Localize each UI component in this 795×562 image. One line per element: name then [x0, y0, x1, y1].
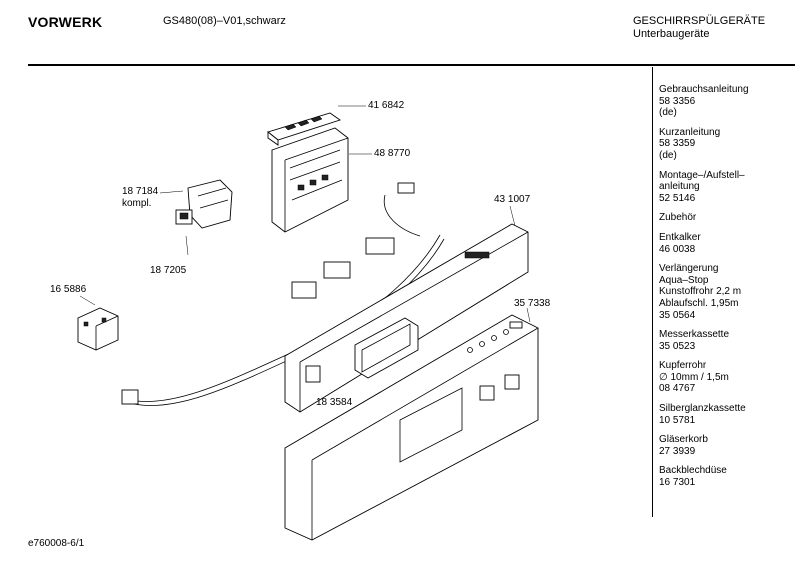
accessory-line: 10 5781	[659, 414, 696, 426]
accessory-line: Gebrauchsanleitung	[659, 84, 749, 95]
part-label-165886: 16 5886	[50, 284, 87, 295]
accessory-line: 58 3359	[659, 138, 696, 150]
category-title: GESCHIRRSPÜLGERÄTE	[633, 15, 766, 27]
part-label-187184: 18 7184	[122, 186, 159, 197]
leader-lines	[79, 105, 531, 399]
drawing-code: e760008-6/1	[28, 538, 85, 549]
accessory-line: 08 4767	[659, 383, 696, 395]
accessory-line: 46 0038	[659, 243, 696, 255]
accessory-line: anleitung	[659, 181, 700, 193]
header-rule	[28, 64, 795, 66]
part-panel-frame	[284, 314, 539, 541]
accessory-item: Zubehör	[659, 212, 793, 224]
accessory-line: Verlängerung	[659, 263, 719, 275]
accessory-line: Kurzanleitung	[659, 126, 721, 138]
accessory-item: Verlängerung Aqua–Stop Kunstoffrohr 2,2 …	[659, 263, 793, 321]
accessory-line: 16 7301	[659, 477, 696, 489]
part-label-488770: 48 8770	[374, 148, 411, 159]
accessory-line: (de)	[659, 149, 677, 161]
accessory-line: Kunstoffrohr 2,2 m	[659, 286, 742, 298]
accessory-line: (de)	[659, 107, 677, 119]
accessory-line: 52 5146	[659, 192, 696, 204]
accessory-item: Silberglanzkassette 10 5781	[659, 403, 793, 426]
accessory-line: Zubehör	[659, 212, 697, 224]
accessory-item: Kupferrohr ∅ 10mm / 1,5m 08 4767	[659, 360, 793, 395]
accessory-item: Gebrauchsanleitung 58 3356 (de)	[659, 84, 793, 119]
model-code: GS480(08)–V01,schwarz	[163, 15, 286, 27]
accessory-item: Gläserkorb 27 3939	[659, 434, 793, 457]
accessory-line: 35 0523	[659, 340, 696, 352]
part-keypad-strip	[267, 112, 341, 146]
accessory-line: 58 3356	[659, 95, 696, 107]
accessory-line: Backblechdüse	[659, 465, 727, 477]
accessory-item: Entkalker 46 0038	[659, 232, 793, 255]
accessory-line: ∅ 10mm / 1,5m	[659, 371, 729, 383]
part-label-187205: 18 7205	[150, 265, 187, 276]
accessory-line: Montage–/Aufstell–	[659, 169, 745, 181]
accessory-line: Silberglanzkassette	[659, 403, 746, 415]
accessory-line: Entkalker	[659, 231, 701, 243]
accessory-line: Messerkassette	[659, 329, 730, 341]
sidebar-divider	[652, 67, 653, 517]
part-label-357338: 35 7338	[514, 298, 551, 309]
brand-name: VORWERK	[28, 14, 103, 30]
part-label-183584: 18 3584	[316, 397, 353, 408]
part-connector-block	[77, 307, 119, 351]
part-label-431007: 43 1007	[494, 194, 531, 205]
category-subtitle: Unterbaugeräte	[633, 28, 710, 40]
part-relay	[175, 179, 233, 229]
part-control-module	[271, 127, 349, 233]
accessory-item: Montage–/Aufstell– anleitung 52 5146	[659, 170, 793, 205]
accessory-item: Backblechdüse 16 7301	[659, 465, 793, 488]
accessory-line: Gläserkorb	[659, 434, 708, 446]
part-label-416842: 41 6842	[368, 100, 405, 111]
part-label-kompl: kompl.	[122, 198, 152, 209]
accessory-line: Kupferrohr	[659, 360, 707, 372]
accessory-line: Ablaufschl. 1,95m	[659, 297, 739, 309]
accessory-line: 27 3939	[659, 445, 696, 457]
accessory-item: Kurzanleitung 58 3359 (de)	[659, 127, 793, 162]
accessory-line: Aqua–Stop	[659, 274, 709, 286]
part-control-fascia	[284, 223, 529, 413]
accessory-line: 35 0564	[659, 309, 696, 321]
accessory-item: Messerkassette 35 0523	[659, 329, 793, 352]
accessory-list: Gebrauchsanleitung 58 3356 (de) Kurzanle…	[659, 84, 793, 497]
